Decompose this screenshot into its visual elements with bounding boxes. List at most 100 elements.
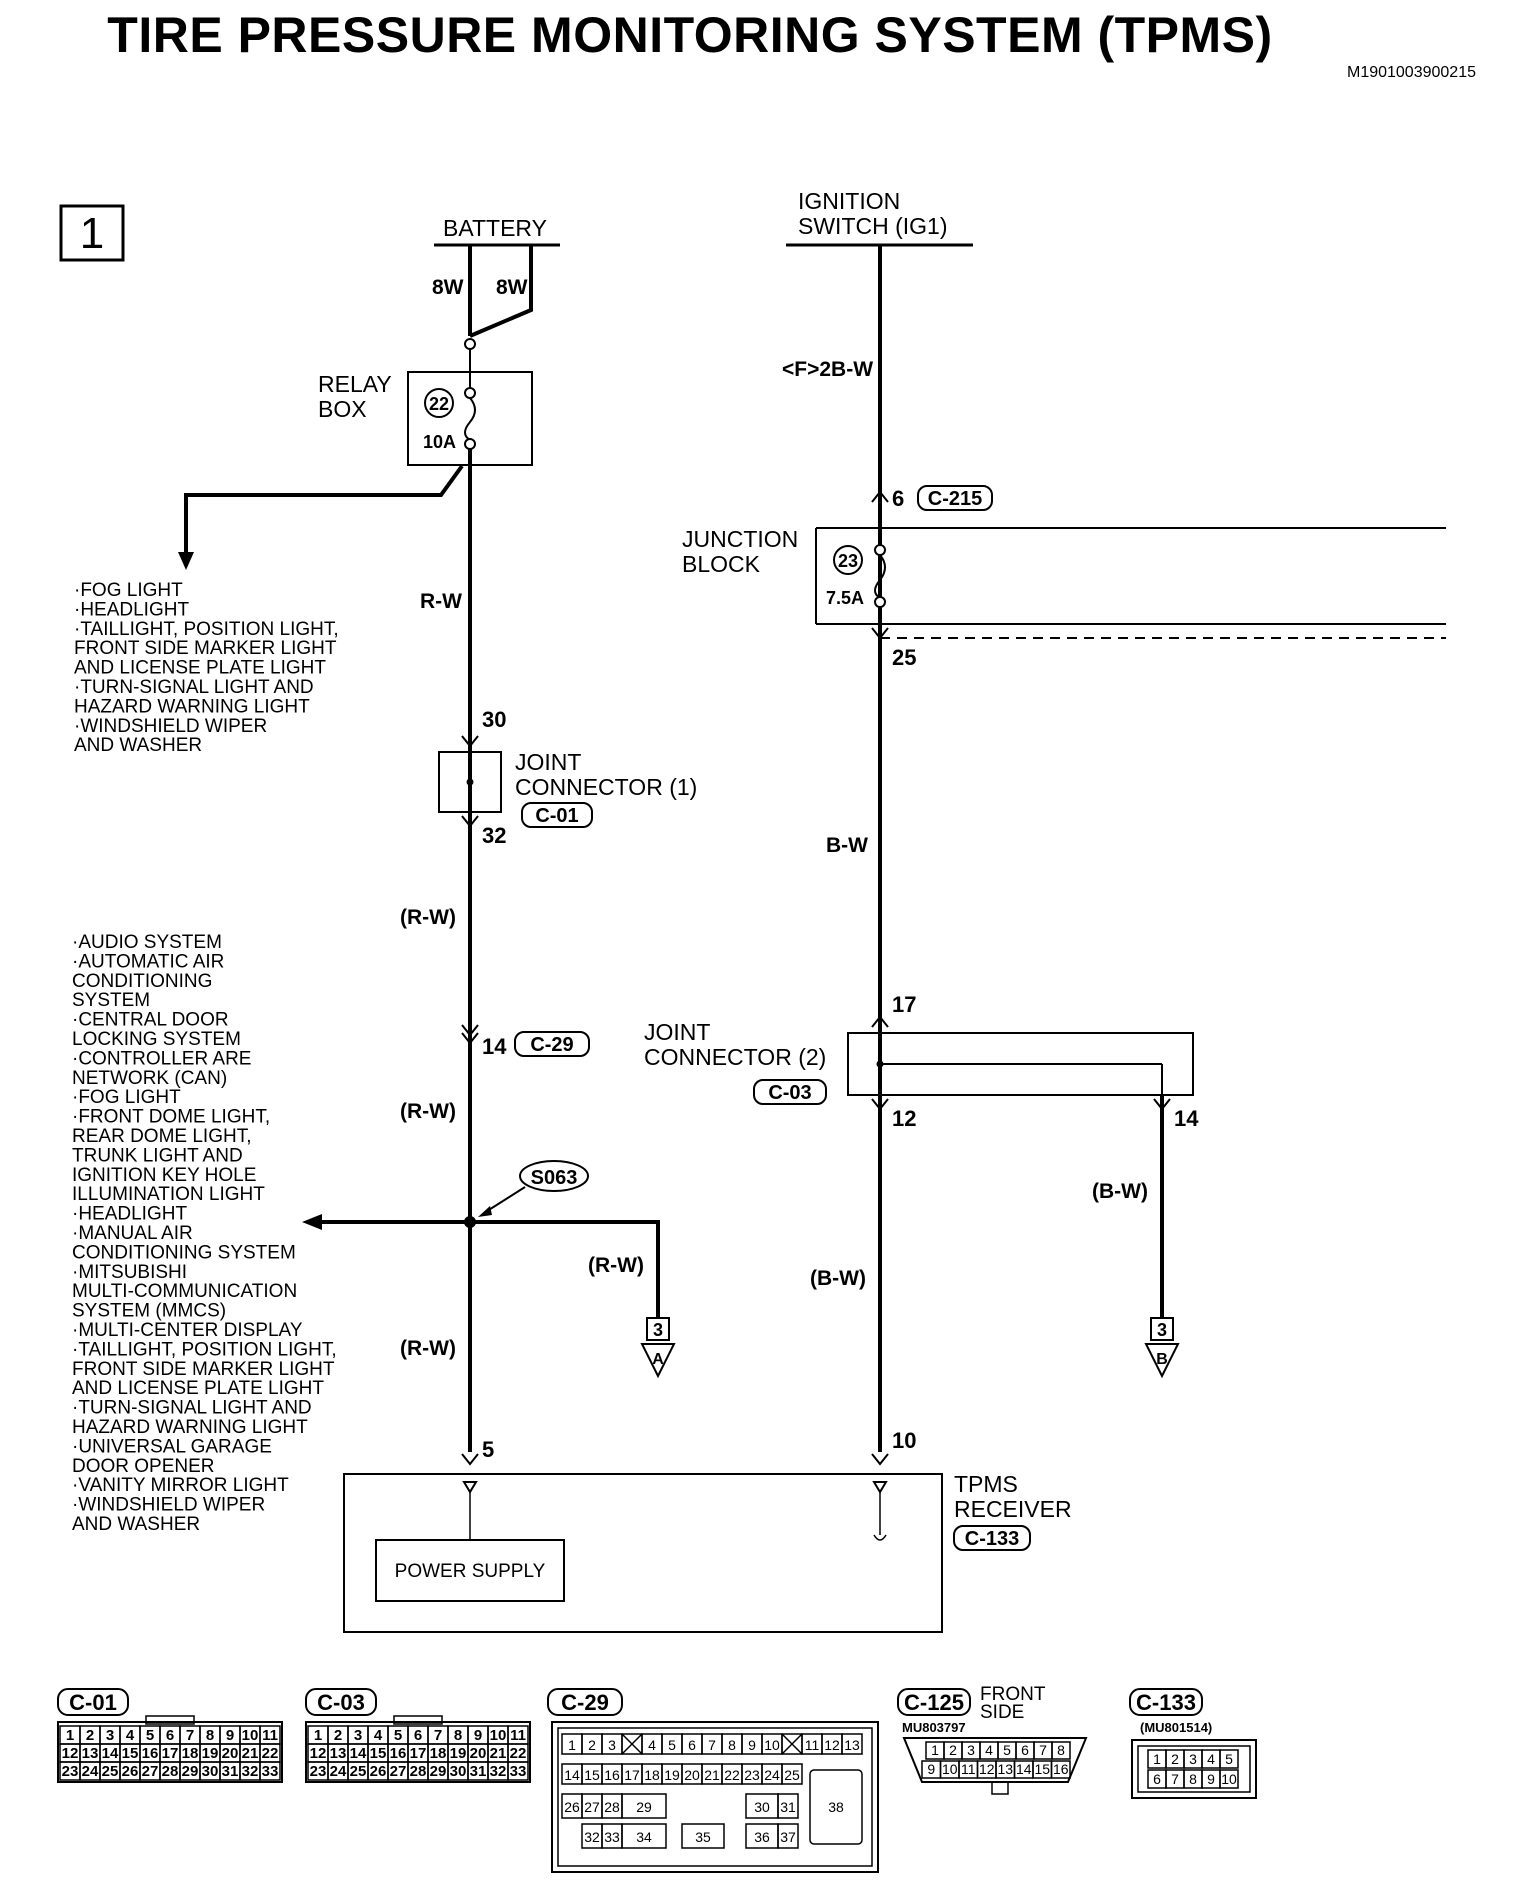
c03-pin: 26 <box>370 1763 387 1780</box>
c29-pin: 22 <box>724 1767 740 1783</box>
c125-pin: 7 <box>1039 1742 1047 1758</box>
c29-pin: 12 <box>824 1737 840 1753</box>
c01-pin: 32 <box>242 1763 259 1780</box>
c133-cell <box>1219 1769 1239 1789</box>
list-bottom-item: ·FOG LIGHT <box>72 1087 181 1108</box>
c03-code-box <box>305 1688 377 1716</box>
c29-blank-cell <box>621 1733 643 1755</box>
c29-pin: 14 <box>564 1767 580 1783</box>
c03-pin: 3 <box>354 1727 362 1744</box>
list-bottom-item: ·VANITY MIRROR LIGHT <box>72 1475 289 1496</box>
offpage-b-page: 3 <box>1157 1320 1167 1340</box>
offpage-a-triangle <box>640 1343 676 1379</box>
c29-cell <box>781 1763 803 1785</box>
c01-pin: 28 <box>162 1763 179 1780</box>
c133-pin: 2 <box>1171 1751 1179 1767</box>
c125-pin: 12 <box>979 1761 995 1777</box>
list-bottom-item: DOOR OPENER <box>72 1456 215 1477</box>
tpms-receiver-box <box>343 1473 943 1633</box>
c125-part: MU803797 <box>902 1720 966 1735</box>
c29-pin: 25 <box>784 1767 800 1783</box>
c125-pin: 3 <box>967 1742 975 1758</box>
c125-note-1: FRONT <box>980 1684 1046 1705</box>
c125-pin: 13 <box>997 1761 1013 1777</box>
c125-pin: 1 <box>931 1742 939 1758</box>
c133-inner-outline <box>1137 1745 1251 1793</box>
c29-pin: 5 <box>668 1737 676 1753</box>
wire-label-rw-3: (R-W) <box>400 1100 456 1123</box>
c03-pin: 30 <box>450 1763 467 1780</box>
pin-10: 10 <box>892 1428 916 1453</box>
offpage-a-page-box <box>646 1317 670 1341</box>
c01-pin: 10 <box>242 1727 259 1744</box>
wire-label-bw-2: (B-W) <box>810 1267 866 1290</box>
list-bottom-item: REAR DOME LIGHT, <box>72 1126 251 1147</box>
c125-pin: 6 <box>1021 1742 1029 1758</box>
c29-cell <box>777 1823 799 1849</box>
c01-pin: 2 <box>86 1727 94 1744</box>
c01-pin: 11 <box>262 1727 278 1744</box>
pin-5-marker <box>461 1453 479 1466</box>
c133-pin: 1 <box>1153 1751 1161 1767</box>
joint-connector-2-code-box <box>753 1079 827 1105</box>
c133-pin: 10 <box>1221 1771 1237 1787</box>
c01-pin: 21 <box>242 1745 259 1762</box>
c29-pin: 36 <box>754 1829 770 1845</box>
joint-connector-2-label-2: CONNECTOR (2) <box>644 1044 826 1070</box>
c29-pin: 30 <box>754 1799 770 1815</box>
c03-pin: 32 <box>490 1763 507 1780</box>
power-supply-label: POWER SUPPLY <box>395 1561 546 1582</box>
c01-pin: 14 <box>102 1745 119 1762</box>
c125-cell <box>1051 1741 1071 1760</box>
c03-pin: 29 <box>430 1763 447 1780</box>
c215-code: C-215 <box>928 488 982 510</box>
fuse-23-terminal-top <box>874 544 886 556</box>
tpms-pin-10-terminal <box>872 1481 888 1494</box>
c29-pin: 1 <box>568 1737 576 1753</box>
c29-pin: 23 <box>744 1767 760 1783</box>
c03-pin: 33 <box>510 1763 527 1780</box>
c215-code-box <box>917 485 993 511</box>
c133-code-box <box>1129 1688 1203 1716</box>
c03-latch <box>393 1715 443 1725</box>
ignition-label-2: SWITCH (IG1) <box>798 213 948 239</box>
c29-cell <box>841 1733 863 1755</box>
c03-pin: 15 <box>370 1745 387 1762</box>
c29-pin: 38 <box>828 1799 844 1815</box>
c03-pin: 14 <box>350 1745 367 1762</box>
joint-connector-2 <box>847 1032 1194 1096</box>
c01-pin: 1 <box>66 1727 74 1744</box>
c01-pin: 30 <box>202 1763 219 1780</box>
c29-code-box <box>514 1031 590 1057</box>
list-bottom-loads: ·AUDIO SYSTEM·AUTOMATIC AIR CONDITIONING… <box>72 932 337 1535</box>
pin-17-marker <box>871 1015 889 1028</box>
c125-code-box <box>897 1688 971 1716</box>
page-number-box <box>59 204 125 262</box>
list-bottom-item: ·WINDSHIELD WIPER <box>72 1495 265 1516</box>
c03-pin: 17 <box>410 1745 427 1762</box>
c29-pin: 28 <box>604 1799 620 1815</box>
pin-5: 5 <box>482 1437 494 1462</box>
tpms-receiver-label-1: TPMS <box>954 1471 1018 1497</box>
c29-cell <box>777 1793 799 1819</box>
list-bottom-item: ·CONTROLLER ARE <box>72 1048 251 1069</box>
c29-cell <box>621 1793 667 1819</box>
list-bottom-item: AND WASHER <box>72 1514 200 1535</box>
document-id: M1901003900215 <box>1346 64 1476 81</box>
c01-pin: 31 <box>222 1763 239 1780</box>
list-top-loads: ·FOG LIGHT·HEADLIGHT·TAILLIGHT, POSITION… <box>74 580 339 756</box>
c29-pin: 33 <box>604 1829 620 1845</box>
list-bottom-item: HAZARD WARNING LIGHT <box>72 1417 308 1438</box>
list-bottom-item: ·TURN-SIGNAL LIGHT AND <box>72 1398 312 1419</box>
c01-pin: 4 <box>126 1727 135 1744</box>
list-bottom-item: SYSTEM (MMCS) <box>72 1301 226 1322</box>
splice-s063-badge <box>519 1160 589 1192</box>
pin-6-marker <box>871 490 889 503</box>
list-bottom-item: SYSTEM <box>72 990 150 1011</box>
c03-pin: 25 <box>350 1763 367 1780</box>
joint-connector-1 <box>438 751 502 813</box>
c29-pin: 3 <box>608 1737 616 1753</box>
page-title: TIRE PRESSURE MONITORING SYSTEM (TPMS) <box>107 7 1273 63</box>
